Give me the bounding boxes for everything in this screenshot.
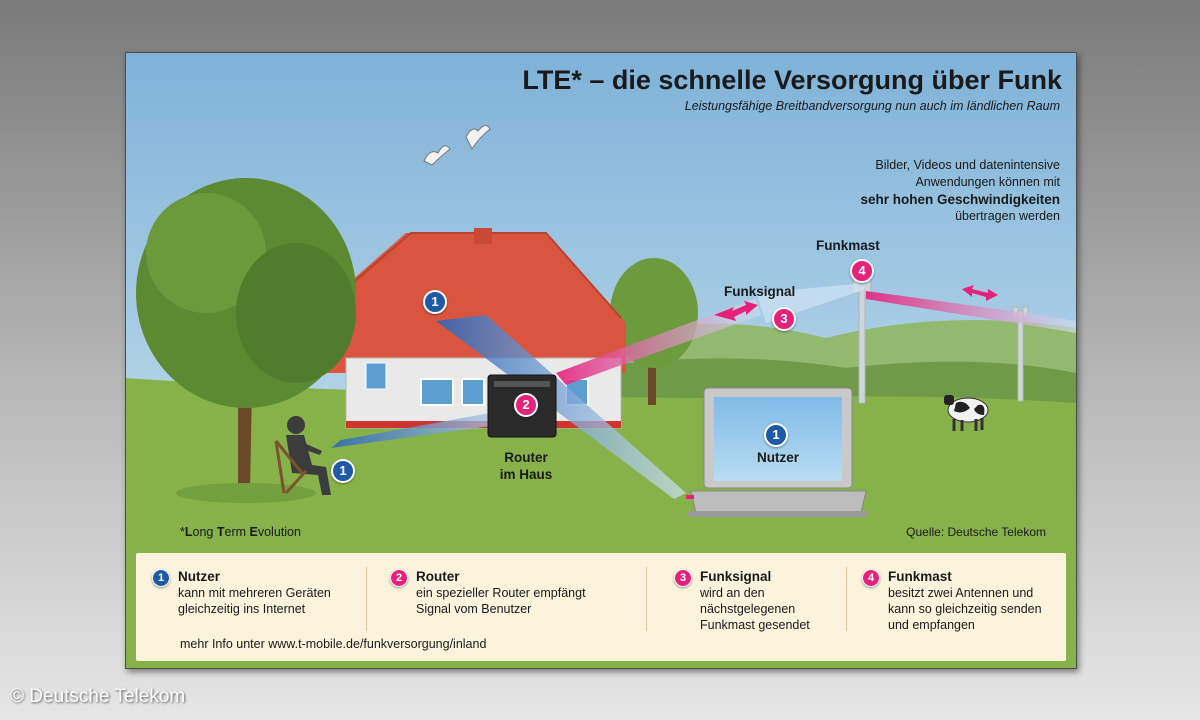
- legend-line: kann so gleichzeitig senden: [888, 602, 1042, 616]
- legend-line: kann mit mehreren Geräten: [178, 586, 331, 600]
- info-line: Anwendungen können mit: [915, 175, 1060, 189]
- legend-marker: 2: [390, 569, 408, 587]
- infographic: LTE* – die schnelle Versorgung über Funk…: [125, 52, 1077, 669]
- legend-item: 4 Funkmast besitzt zwei Antennen und kan…: [862, 569, 1062, 633]
- signal-arrow-icon: [714, 301, 758, 321]
- label-router-line: im Haus: [499, 467, 553, 482]
- legend-item: 1 Nutzer kann mit mehreren Geräten gleic…: [152, 569, 362, 617]
- marker-1-person: 1: [331, 459, 355, 483]
- legend-item: 3 Funksignal wird an den nächstgelegenen…: [674, 569, 844, 633]
- person-with-tablet: [274, 416, 331, 495]
- legend-line: wird an den: [700, 586, 765, 600]
- copyright-notice: © Deutsche Telekom: [10, 686, 186, 707]
- legend-marker: 3: [674, 569, 692, 587]
- legend-divider: [846, 567, 847, 631]
- legend-marker: 1: [152, 569, 170, 587]
- label-router-line: Router: [504, 450, 548, 465]
- legend-divider: [646, 567, 647, 631]
- marker-1-laptop: 1: [764, 423, 788, 447]
- info-line: Bilder, Videos und datenintensive: [875, 158, 1060, 172]
- beam-mast-mast: [866, 291, 1076, 333]
- label-nutzer: Nutzer: [756, 450, 799, 465]
- beam-laptop-router: [436, 315, 686, 499]
- legend-line: ein spezieller Router empfängt: [416, 586, 586, 600]
- info-text: Bilder, Videos und datenintensive Anwend…: [860, 157, 1060, 225]
- legend-item: 2 Router ein spezieller Router empfängt …: [390, 569, 620, 617]
- page-subtitle: Leistungsfähige Breitbandversorgung nun …: [684, 99, 1060, 113]
- legend-line: gleichzeitig ins Internet: [178, 602, 306, 616]
- legend-title: Funkmast: [888, 569, 952, 584]
- bird-icon: [465, 125, 491, 151]
- legend-title: Nutzer: [178, 569, 221, 584]
- label-funkmast: Funkmast: [816, 238, 880, 253]
- legend-panel: 1 Nutzer kann mit mehreren Geräten gleic…: [136, 553, 1066, 661]
- footnote: *Long Term Evolution: [180, 525, 301, 539]
- marker-2-router: 2: [514, 393, 538, 417]
- signal-arrow-icon: [962, 285, 998, 301]
- more-info-link: mehr Info unter www.t-mobile.de/funkvers…: [180, 637, 487, 651]
- legend-divider: [366, 567, 367, 631]
- marker-4-mast: 4: [850, 259, 874, 283]
- beam-router-mast: [556, 298, 761, 385]
- legend-line: Funkmast gesendet: [700, 618, 810, 632]
- cow: [944, 395, 989, 431]
- label-router: Router im Haus: [486, 449, 566, 483]
- legend-line: nächstgelegenen: [700, 602, 796, 616]
- marker-3-signal: 3: [772, 307, 796, 331]
- source-credit: Quelle: Deutsche Telekom: [906, 525, 1046, 539]
- legend-line: Signal vom Benutzer: [416, 602, 532, 616]
- legend-title: Funksignal: [700, 569, 772, 584]
- page-title: LTE* – die schnelle Versorgung über Funk: [522, 65, 1062, 95]
- legend-marker: 4: [862, 569, 880, 587]
- legend-title: Router: [416, 569, 460, 584]
- bird-icon: [423, 145, 451, 166]
- info-line: übertragen werden: [955, 209, 1060, 223]
- info-bold: sehr hohen Geschwindigkeiten: [860, 192, 1060, 207]
- legend-line: besitzt zwei Antennen und: [888, 586, 1034, 600]
- tree-left: [136, 178, 356, 503]
- label-funksignal: Funksignal: [724, 284, 796, 299]
- legend-line: und empfangen: [888, 618, 975, 632]
- marker-1-house: 1: [423, 290, 447, 314]
